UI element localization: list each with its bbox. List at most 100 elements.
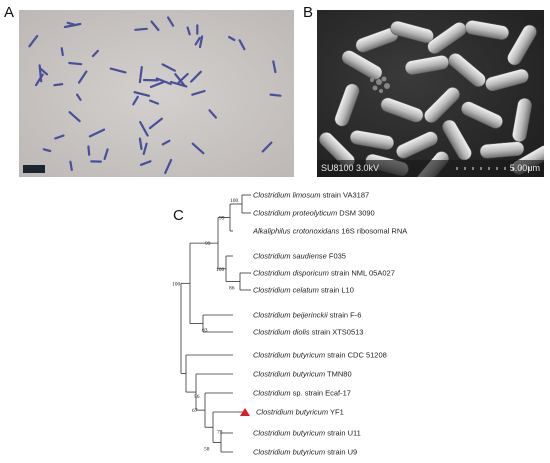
stained-rod (191, 89, 206, 96)
stained-rod (272, 60, 277, 74)
stained-rod (139, 160, 152, 166)
stained-rod (164, 158, 173, 175)
stained-rod (68, 111, 81, 123)
stained-rod (109, 67, 127, 74)
panel-label-c: C (173, 207, 184, 224)
stained-rod (155, 77, 172, 86)
bootstrap-value: 86 (229, 286, 235, 292)
sem-rod (334, 83, 360, 127)
sem-rod (485, 68, 529, 92)
bootstrap-value: 63 (202, 328, 208, 334)
sem-rod (461, 101, 503, 129)
sem-rod (380, 97, 424, 123)
stained-rod (77, 70, 88, 84)
stained-rod (75, 93, 82, 101)
stained-rod (134, 27, 148, 31)
stained-rod (174, 73, 186, 87)
sem-rod (424, 87, 460, 123)
stained-rod (228, 35, 236, 42)
taxon-label: Clostridium beijerinckii strain F-6 (253, 311, 361, 320)
stained-rod (103, 148, 109, 160)
sem-instrument-label: SU8100 3.0kV (321, 163, 380, 173)
stained-rod (190, 70, 202, 83)
taxon-label: Clostridium butyricum strain CDC 51208 (253, 351, 387, 360)
taxon-label: Clostridium proteolyticum DSM 3090 (253, 209, 375, 218)
sem-scale-label: 5.00μm (509, 163, 540, 173)
stained-rod (198, 35, 204, 49)
stained-rod (177, 72, 189, 84)
taxon-label: Alkaliphilus crotonoxidans 16S ribosomal… (252, 227, 407, 236)
stained-rod (133, 91, 151, 97)
stained-rod (194, 36, 201, 46)
taxon-label: Clostridium diolis strain XTS0513 (253, 328, 363, 337)
taxon-label: Clostridium butyricum YF1 (256, 408, 344, 417)
stained-rod (167, 16, 175, 27)
sem-rod (390, 20, 434, 44)
stained-rods-image (19, 10, 294, 177)
stained-rod (161, 63, 176, 72)
panel-label-a: A (4, 4, 15, 21)
stained-rod (161, 139, 171, 146)
stained-rod (170, 80, 188, 88)
stained-rod (149, 81, 165, 89)
sem-rod (464, 20, 510, 40)
stained-rod (139, 120, 149, 137)
stained-rod (142, 142, 148, 156)
highlight-marker-icon (240, 408, 250, 416)
stained-rod (39, 67, 49, 76)
bootstrap-value: 100 (216, 267, 225, 273)
sem-rod (341, 50, 383, 80)
stained-rod (148, 117, 163, 130)
stained-rod (238, 39, 246, 51)
stained-rod (38, 64, 43, 83)
taxon-label: Clostridium butyricum TMN80 (253, 370, 352, 379)
bootstrap-value: 100 (172, 281, 181, 287)
sem-rod (448, 53, 486, 87)
bootstrap-value: 100 (230, 198, 239, 204)
tree-branches (180, 194, 251, 453)
stained-rod (42, 148, 52, 153)
light-micrograph (19, 10, 294, 177)
taxon-label: Clostridium limosum strain VA3187 (253, 191, 369, 200)
stained-rod (138, 137, 143, 150)
sem-rod (442, 119, 472, 161)
bootstrap-value: 99 (205, 241, 211, 247)
stained-rod (191, 142, 205, 155)
panel-label-b: B (303, 4, 314, 21)
sem-rod (479, 141, 525, 159)
stained-rod (138, 65, 143, 84)
stained-rod (186, 26, 191, 36)
stained-rod (261, 141, 273, 153)
scale-bar (23, 165, 45, 173)
stained-rod (60, 47, 64, 57)
bootstrap-value: 99 (219, 216, 225, 222)
sem-rod (396, 131, 438, 159)
stained-rod (269, 93, 282, 97)
taxon-label: Clostridium sp. strain Ecaf-17 (253, 389, 351, 398)
bootstrap-value: 67 (192, 408, 198, 414)
sem-rod (427, 22, 467, 54)
bootstrap-value: 78 (217, 429, 223, 435)
taxon-label: Clostridium disporicum strain NML 05A027 (253, 269, 395, 278)
stained-rod (68, 61, 83, 66)
stained-rod (66, 21, 75, 26)
stained-rod (69, 160, 73, 171)
bootstrap-value: 58 (204, 447, 210, 453)
taxon-label: Clostridium butyricum strain U11 (253, 429, 361, 438)
taxon-label: Clostridium saudiense F035 (253, 252, 346, 261)
stained-rod (87, 145, 91, 156)
sem-micrograph: SU8100 3.0kV 5.00μm (317, 10, 544, 177)
stained-rod (63, 22, 82, 29)
stained-rod (88, 128, 106, 138)
stained-rod (28, 34, 39, 48)
stained-rod (208, 109, 217, 119)
sem-rod (507, 24, 537, 66)
stained-rod (150, 20, 160, 32)
stained-rod (53, 82, 64, 87)
stained-rod (149, 99, 160, 105)
stained-rod (54, 134, 65, 140)
stained-rod (91, 49, 100, 58)
bootstrap-value: 56 (194, 394, 200, 400)
sem-rod (349, 130, 395, 150)
taxon-label: Clostridium celatum strain L10 (253, 286, 354, 295)
